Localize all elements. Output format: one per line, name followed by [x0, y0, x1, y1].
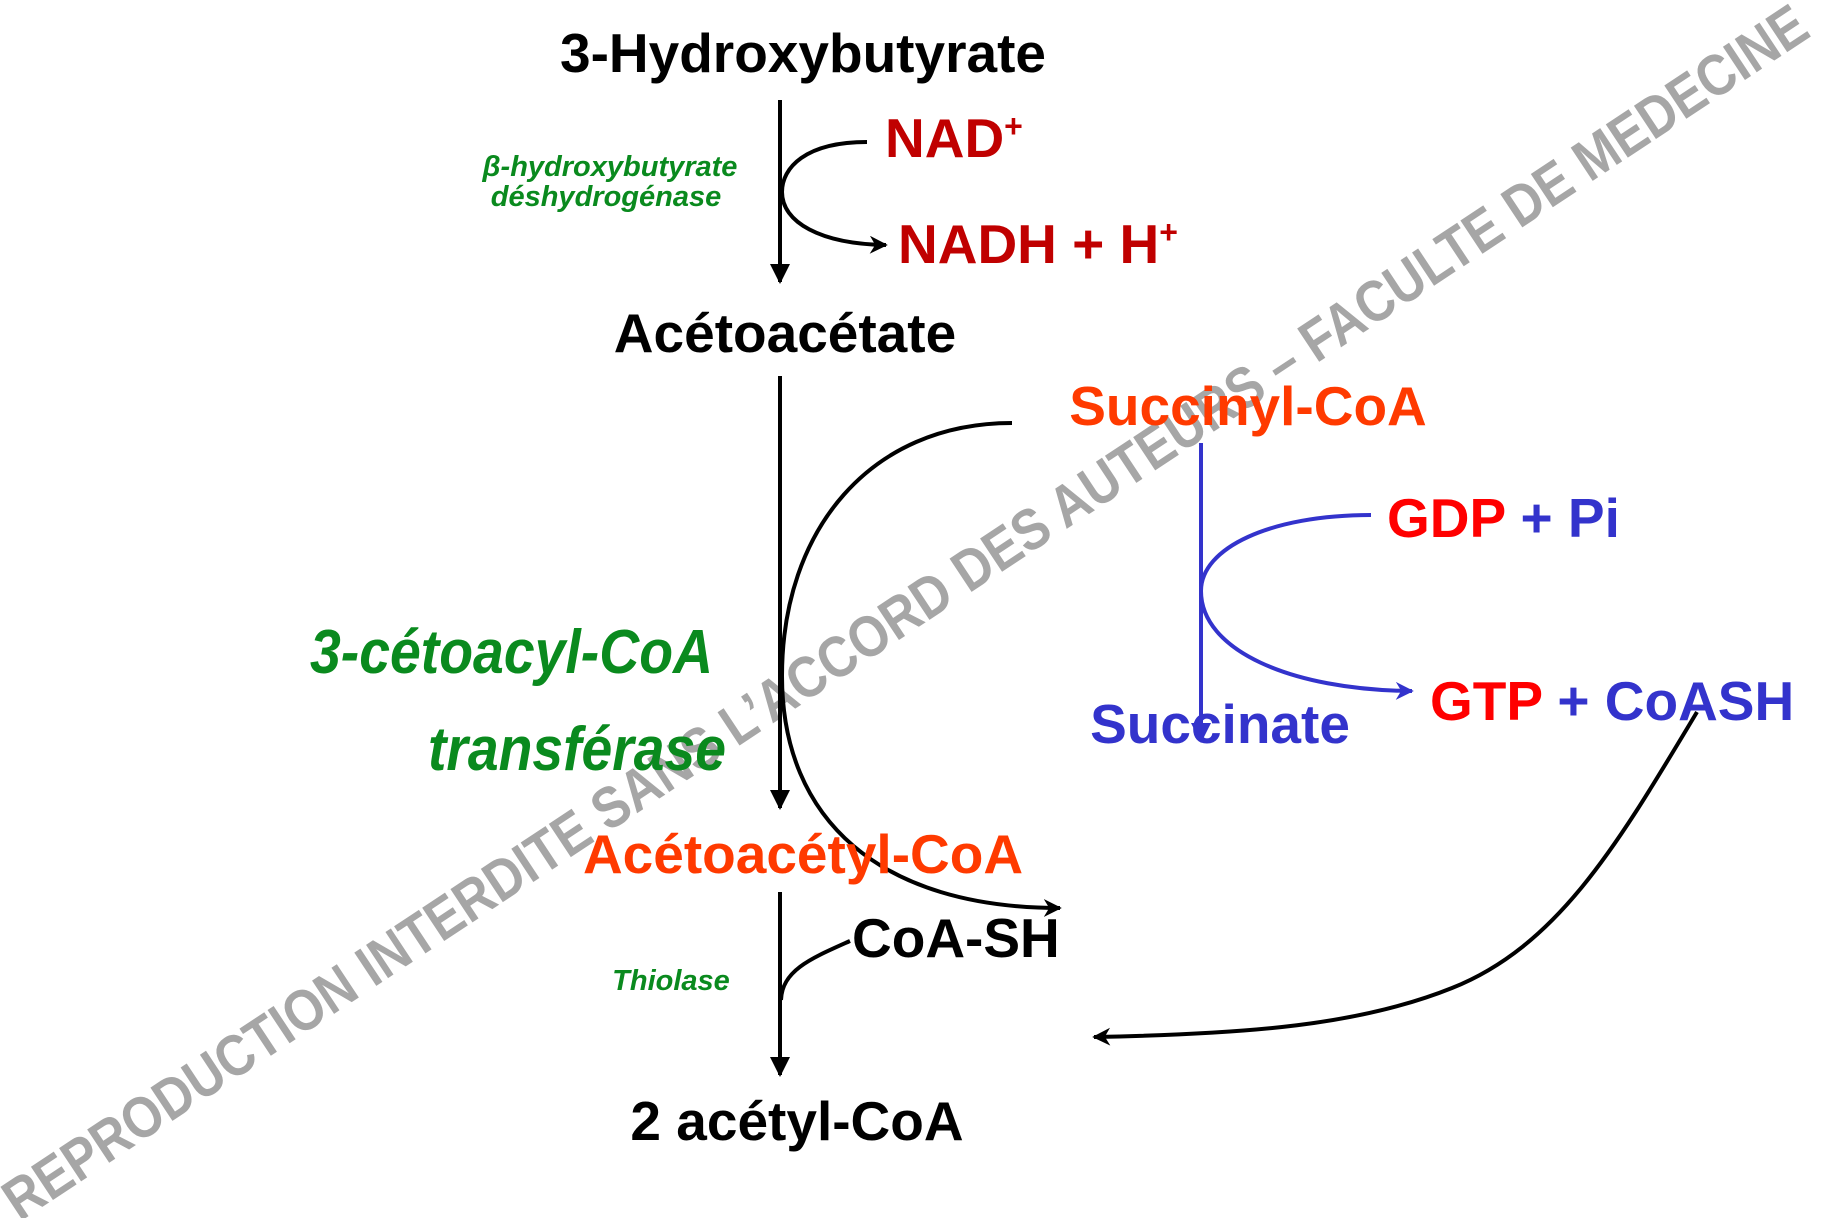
nadh-label: NADH + H: [898, 213, 1159, 275]
cofactor-nadh-h-plus: NADH + H+: [898, 213, 1178, 275]
enzyme-bdh-line2: déshydrogénase: [491, 181, 721, 213]
metabolite-succinate: Succinate: [1090, 693, 1350, 755]
enzyme-bdh-line1: β-hydroxybutyrate: [482, 151, 738, 183]
enzyme-thiolase: Thiolase: [612, 965, 730, 997]
nad-charge: +: [1004, 108, 1023, 144]
arrow-coash-recycle: [1092, 710, 1699, 1046]
arrow-coa-sh-to-thiolase: [779, 939, 851, 1001]
coash-label: + CoASH: [1542, 670, 1794, 732]
cofactor-gtp-coash: GTP + CoASH: [1430, 670, 1794, 732]
cofactor-gdp-pi: GDP + Pi: [1387, 487, 1620, 549]
gdp-label: GDP: [1387, 487, 1505, 549]
metabolite-succinyl-coa: Succinyl-CoA: [1069, 375, 1427, 437]
cofactor-nad-plus: NAD+: [885, 107, 1023, 169]
succinyl-coa-synthetase-arrows: [1191, 443, 1414, 743]
nadh-charge: +: [1159, 214, 1178, 250]
metabolite-acetoacetate: Acétoacétate: [614, 302, 956, 364]
arrow-gdp-to-gtp: [1198, 513, 1414, 700]
arrow-succinyl-coa-to-succinate: [779, 421, 1062, 917]
metabolite-3-hydroxybutyrate: 3-Hydroxybutyrate: [560, 22, 1046, 84]
gtp-label: GTP: [1430, 670, 1542, 732]
main-pathway-arrows: [770, 100, 1699, 1077]
metabolite-acetoacetyl-coa: Acétoacétyl-CoA: [583, 823, 1023, 885]
arrow-nad-to-nadh: [779, 140, 888, 254]
pi-label: + Pi: [1505, 487, 1620, 549]
cofactor-coa-sh: CoA-SH: [852, 907, 1060, 969]
metabolite-2-acetyl-coa: 2 acétyl-CoA: [630, 1090, 963, 1152]
enzyme-scot-line1: 3-cétoacyl-CoA: [310, 618, 713, 687]
nad-label: NAD: [885, 107, 1004, 169]
enzyme-scot-line2: transférase: [428, 715, 726, 784]
